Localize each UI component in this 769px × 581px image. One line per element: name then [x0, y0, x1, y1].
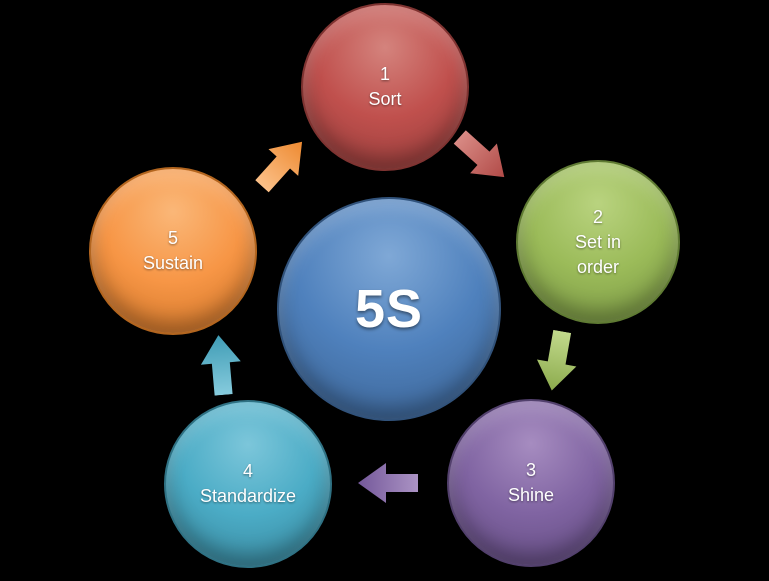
node-sort-number: 1	[379, 64, 390, 85]
center-node-label: 5S	[354, 279, 424, 339]
node-sort-label: Sort	[368, 89, 402, 110]
shine-to-standardize-arrow-icon	[358, 463, 418, 503]
node-shine-label: Shine	[507, 485, 555, 506]
node-sustain-number: 5	[167, 228, 178, 249]
node-sustain: 5 Sustain	[89, 167, 257, 335]
node-set-in-order-label: Set in order	[574, 232, 622, 277]
node-set-in-order-number: 2	[592, 207, 603, 228]
node-standardize-number: 4	[242, 461, 253, 482]
sort-to-set-in-order-arrow-icon	[453, 130, 505, 178]
node-sustain-label: Sustain	[142, 253, 204, 274]
center-node-5s: 5S	[277, 197, 501, 421]
sustain-to-sort-arrow-icon	[255, 141, 303, 193]
node-shine: 3 Shine	[447, 399, 615, 567]
node-set-in-order: 2 Set in order	[516, 160, 680, 324]
standardize-to-sustain-arrow-icon	[200, 335, 241, 396]
node-shine-number: 3	[525, 460, 536, 481]
node-standardize: 4 Standardize	[164, 400, 332, 568]
set-in-order-to-shine-arrow-icon	[536, 329, 577, 391]
node-standardize-label: Standardize	[199, 486, 297, 507]
node-sort: 1 Sort	[301, 3, 469, 171]
